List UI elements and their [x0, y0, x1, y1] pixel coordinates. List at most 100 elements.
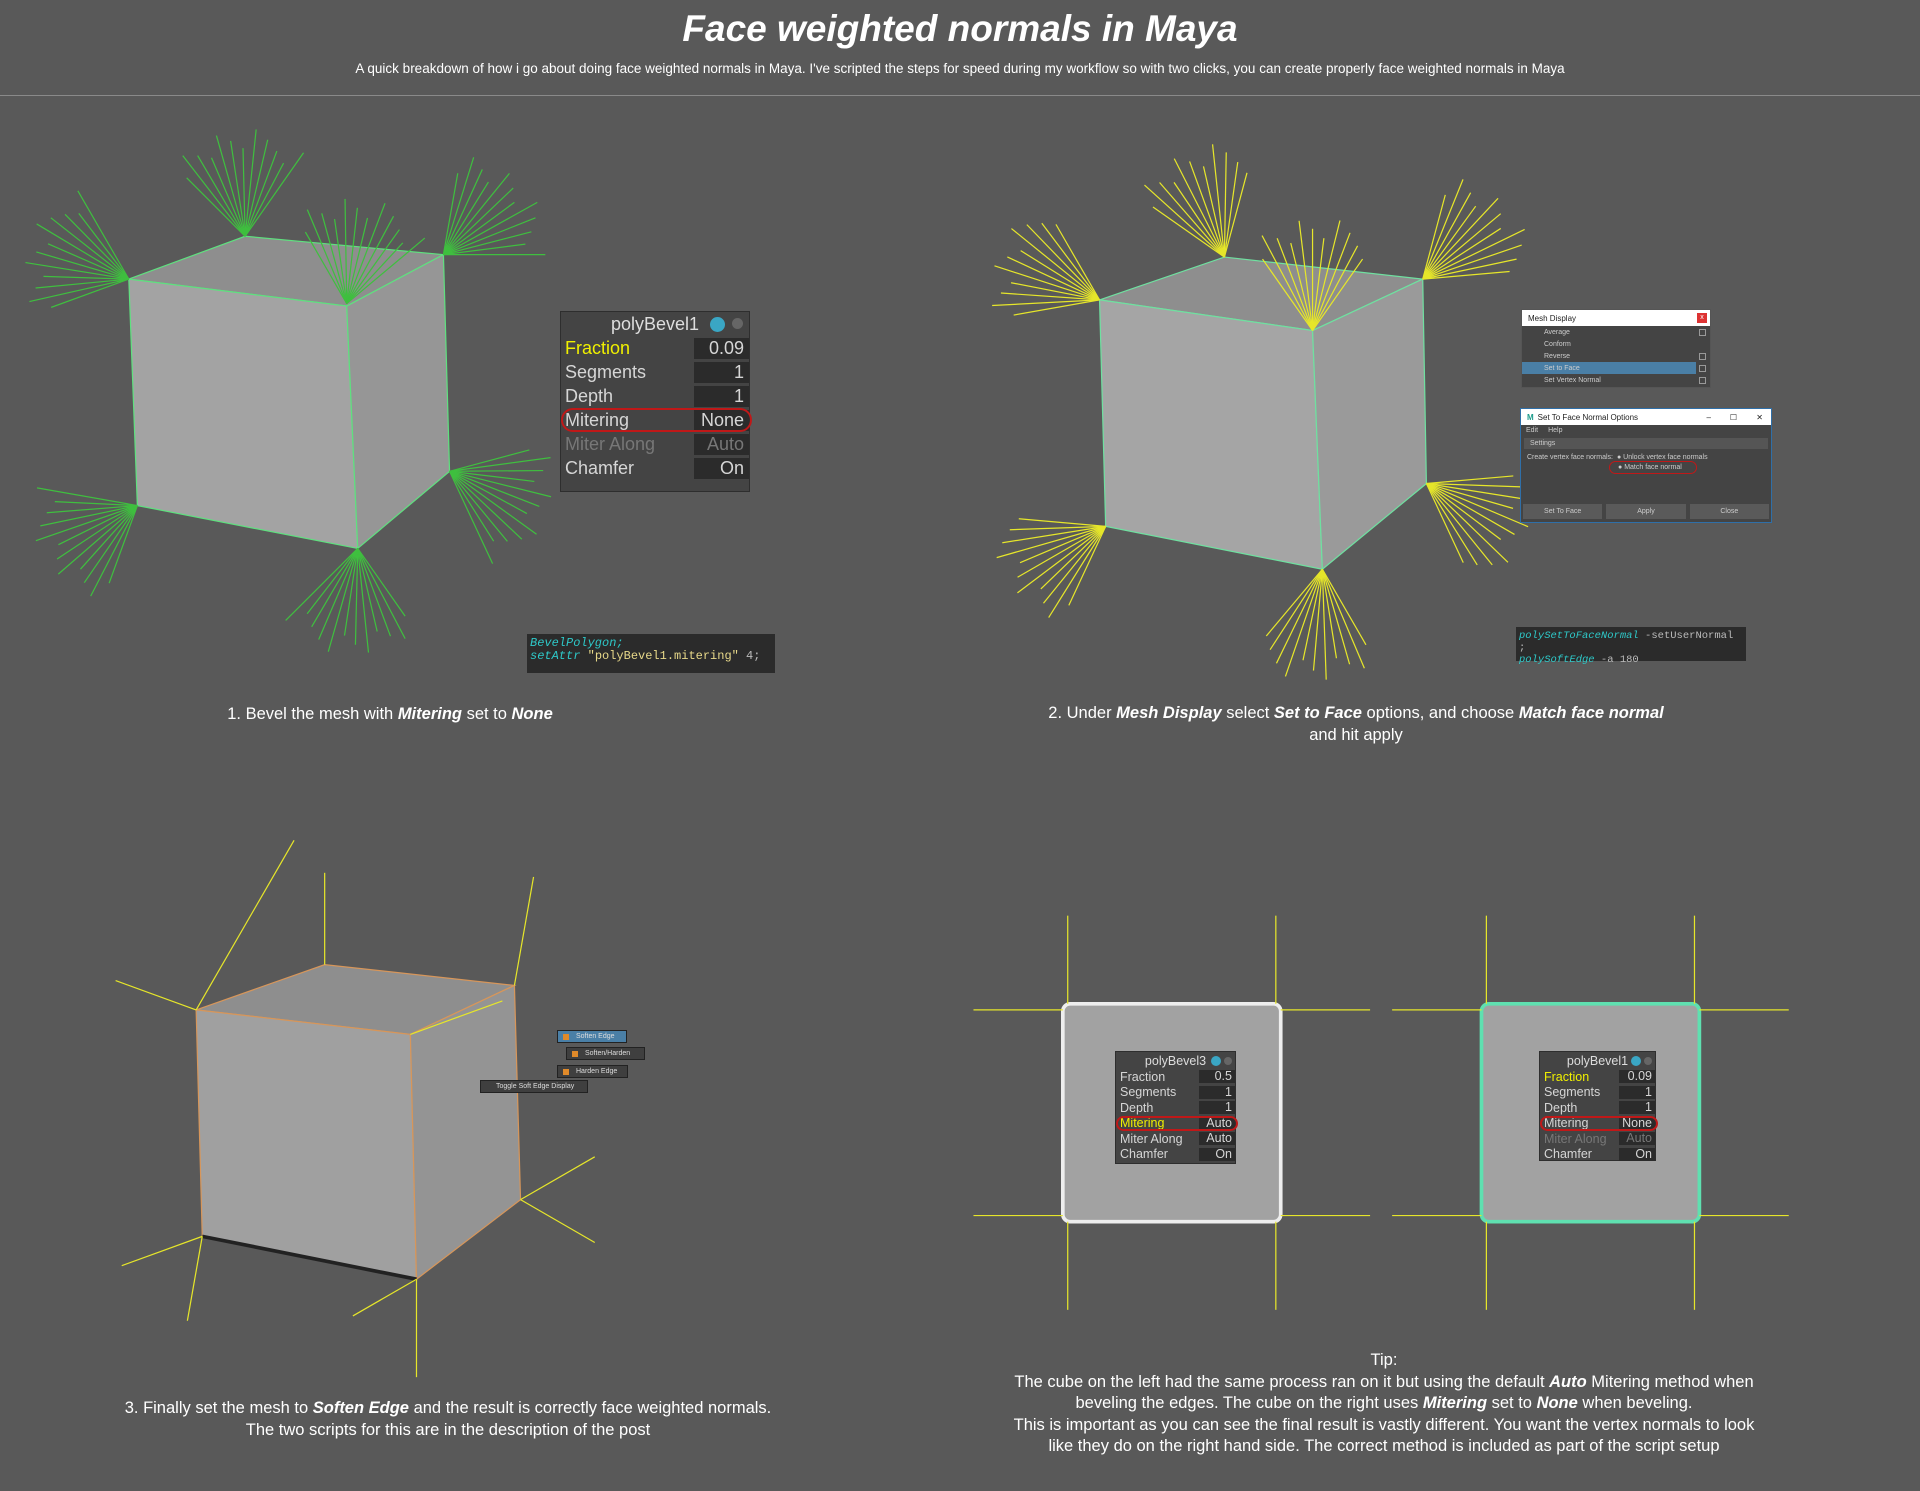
text: Auto: [1549, 1372, 1587, 1391]
option-box[interactable]: [1699, 328, 1706, 336]
normal-line: [357, 548, 378, 632]
normal-line: [182, 155, 246, 237]
close-button[interactable]: Close: [1689, 504, 1769, 519]
attr-value[interactable]: Auto: [1199, 1132, 1235, 1146]
normal-line: [304, 231, 348, 304]
attr-value: Auto: [694, 433, 749, 455]
attr-value[interactable]: Auto: [1619, 1132, 1655, 1146]
attr-value[interactable]: 0.09: [694, 337, 749, 359]
label: Match face normal: [1624, 464, 1682, 471]
menu-icon[interactable]: [732, 318, 743, 329]
normal-line: [1426, 482, 1534, 488]
attr-value[interactable]: None: [694, 409, 749, 431]
normal-line: [1321, 568, 1365, 669]
normal-line: [1422, 244, 1522, 280]
attr-value[interactable]: 1: [694, 361, 749, 383]
normal-line: [1425, 483, 1478, 566]
minimize-button[interactable]: –: [1706, 412, 1711, 422]
marking-menu-harden-edge[interactable]: Harden Edge: [557, 1065, 628, 1078]
menu-item-reverse[interactable]: Reverse: [1522, 350, 1710, 362]
attr-value[interactable]: 1: [1199, 1085, 1235, 1099]
attr-value[interactable]: On: [694, 457, 749, 479]
normal-line: [1017, 525, 1106, 578]
attr-label: Chamfer: [1120, 1147, 1168, 1162]
normal-line: [306, 548, 359, 615]
normal-line: [1013, 299, 1100, 316]
apply-button[interactable]: Apply: [1606, 504, 1686, 519]
menu-item-conform[interactable]: Conform: [1522, 338, 1710, 350]
radio-unlock[interactable]: ● Unlock vertex face normals: [1616, 454, 1708, 461]
attr-value[interactable]: 0.09: [1619, 1070, 1655, 1084]
normal-line: [244, 152, 305, 237]
attr-value[interactable]: 1: [1619, 1085, 1655, 1099]
close-button[interactable]: x: [1697, 313, 1707, 323]
highlight-ring: [1609, 461, 1697, 474]
set-to-face-button[interactable]: Set To Face: [1523, 504, 1603, 519]
normal-line: [1173, 182, 1225, 258]
normal-line: [1422, 194, 1446, 280]
attr-row-depth[interactable]: Depth 1: [561, 384, 749, 408]
script-cmd: polySoftEdge: [1519, 654, 1595, 666]
settings-section[interactable]: Settings: [1524, 438, 1768, 449]
radio-match-face[interactable]: ● Match face normal: [1521, 461, 1771, 474]
option-box[interactable]: [1699, 352, 1706, 360]
attr-value[interactable]: 0.5: [1199, 1070, 1235, 1084]
menu-item-average[interactable]: Average: [1522, 326, 1710, 338]
normal-line: [1202, 166, 1226, 258]
vertex-normals: [25, 129, 1789, 1378]
close-button[interactable]: ✕: [1756, 412, 1763, 422]
attr-value[interactable]: 1: [1619, 1101, 1655, 1115]
normal-line: [1426, 475, 1514, 485]
menu-icon[interactable]: [1644, 1057, 1652, 1065]
attr-row[interactable]: Chamfer On: [1116, 1147, 1235, 1163]
text: and hit apply: [1309, 726, 1403, 744]
maximize-button[interactable]: ☐: [1729, 412, 1737, 422]
normal-line: [354, 548, 359, 645]
menu-edit[interactable]: Edit: [1526, 427, 1539, 434]
option-box[interactable]: [1699, 364, 1706, 372]
normal-line: [58, 505, 138, 546]
page-subtitle: A quick breakdown of how i go about doin…: [355, 61, 1565, 76]
option-box[interactable]: [1699, 376, 1706, 384]
node-icon: [1211, 1056, 1221, 1066]
normal-line: [1425, 483, 1493, 566]
marking-menu-soften-edge[interactable]: Soften Edge: [557, 1030, 627, 1043]
menu-item-set-to-face[interactable]: Set to Face: [1522, 362, 1706, 374]
text: and the result is correctly face weighte…: [409, 1399, 772, 1417]
normal-line: [1276, 238, 1314, 331]
normal-line: [357, 548, 370, 653]
menu-icon[interactable]: [1224, 1057, 1232, 1065]
attr-value[interactable]: 1: [1199, 1101, 1235, 1115]
text: None: [511, 705, 553, 723]
marking-menu-toggle-soft-edge[interactable]: Toggle Soft Edge Display: [480, 1080, 588, 1093]
attr-label: Depth: [565, 385, 614, 406]
attr-value[interactable]: 1: [694, 385, 749, 407]
attr-value[interactable]: On: [1619, 1147, 1655, 1161]
marking-menu-soften-harden[interactable]: Soften/Harden: [566, 1047, 645, 1060]
menu-item-set-vertex-normal[interactable]: Set Vertex Normal: [1522, 374, 1710, 386]
normal-line: [1311, 232, 1351, 331]
menu-help[interactable]: Help: [1548, 427, 1563, 434]
attr-value[interactable]: On: [1199, 1147, 1235, 1161]
text: options, and choose: [1361, 704, 1519, 722]
normal-line: [448, 471, 494, 564]
normal-line: [57, 505, 138, 575]
normal-line: [1173, 158, 1225, 258]
